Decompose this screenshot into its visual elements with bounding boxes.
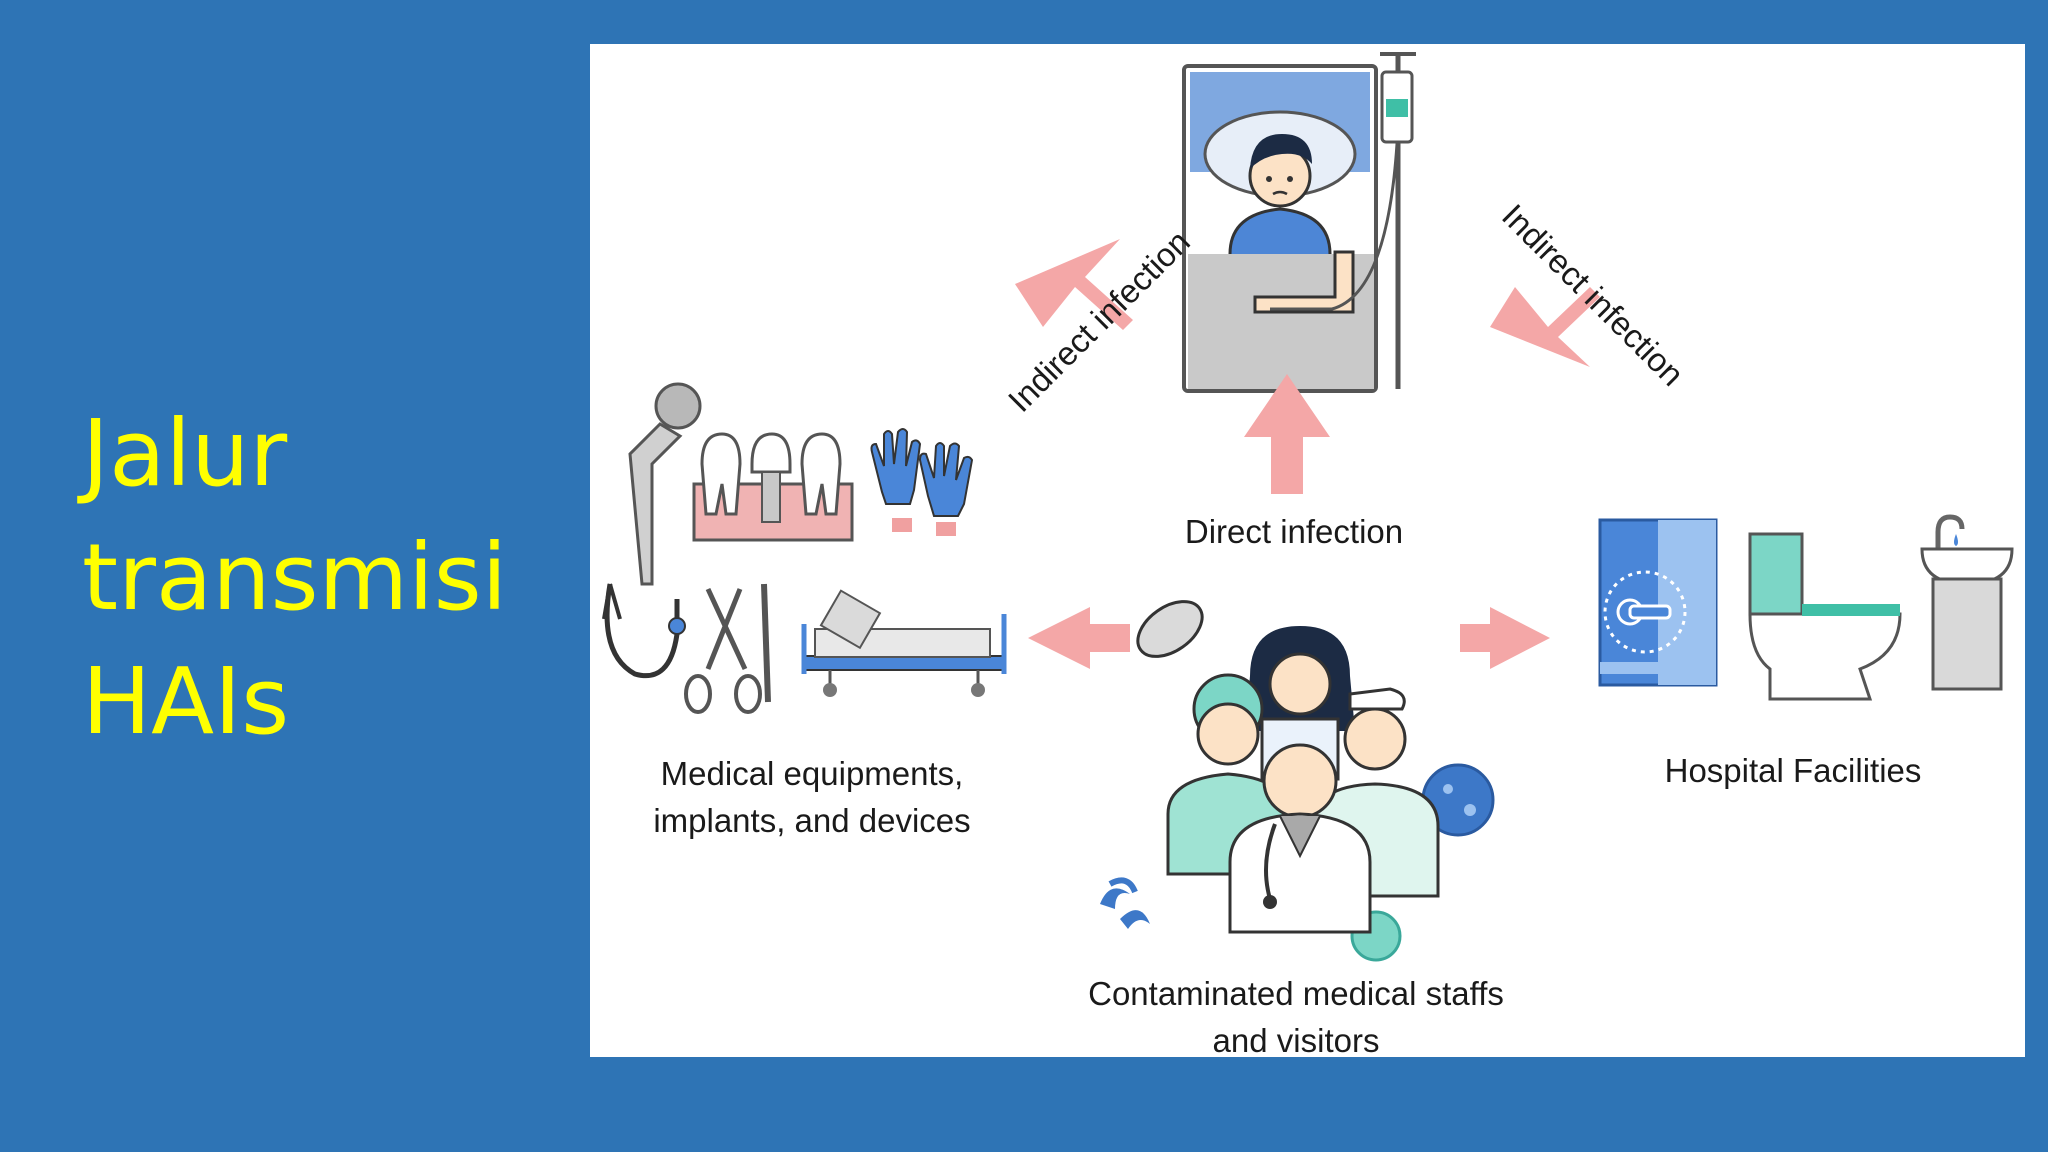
label-indirect-right: Indirect infection — [1495, 197, 1691, 393]
label-direct: Direct infection — [1185, 513, 1403, 550]
diagram-panel: Indirect infection Indirect infection Di… — [590, 44, 2025, 1057]
medical-staff-icon — [1166, 626, 1440, 934]
arrow-indirect-right — [1490, 287, 1600, 367]
sink-icon — [1920, 514, 2014, 691]
teeth-implant-icon — [692, 432, 854, 542]
slide-title: Jalur transmisi HAIs — [82, 392, 507, 764]
arrow-to-equipment — [1028, 607, 1130, 669]
arrow-direct-up — [1244, 374, 1330, 494]
title-line-3: HAIs — [82, 648, 290, 755]
stethoscope-icon — [602, 583, 686, 678]
patient-in-bed-icon — [1182, 52, 1416, 393]
arrow-indirect-left — [1015, 239, 1133, 330]
hip-implant-icon — [628, 382, 702, 586]
arrow-to-facilities — [1460, 607, 1550, 669]
arrows — [1015, 239, 1600, 669]
scissors-icon — [684, 583, 771, 714]
door-icon — [1598, 518, 1718, 687]
label-staff-1: Contaminated medical staffs — [1088, 975, 1504, 1012]
label-equipment-1: Medical equipments, — [661, 755, 964, 792]
title-line-1: Jalur — [82, 400, 288, 507]
germ-blue-icon — [1100, 877, 1150, 929]
label-equipment-2: implants, and devices — [653, 802, 970, 839]
hospital-bed-icon — [801, 589, 1007, 697]
title-line-2: transmisi — [82, 524, 508, 631]
gloves-icon — [870, 428, 974, 536]
label-staff-2: and visitors — [1213, 1022, 1380, 1057]
label-facilities: Hospital Facilities — [1665, 752, 1922, 789]
bacteria-icon — [1136, 600, 1204, 658]
toilet-icon — [1748, 532, 1902, 701]
transmission-diagram: Indirect infection Indirect infection Di… — [602, 52, 2014, 1057]
